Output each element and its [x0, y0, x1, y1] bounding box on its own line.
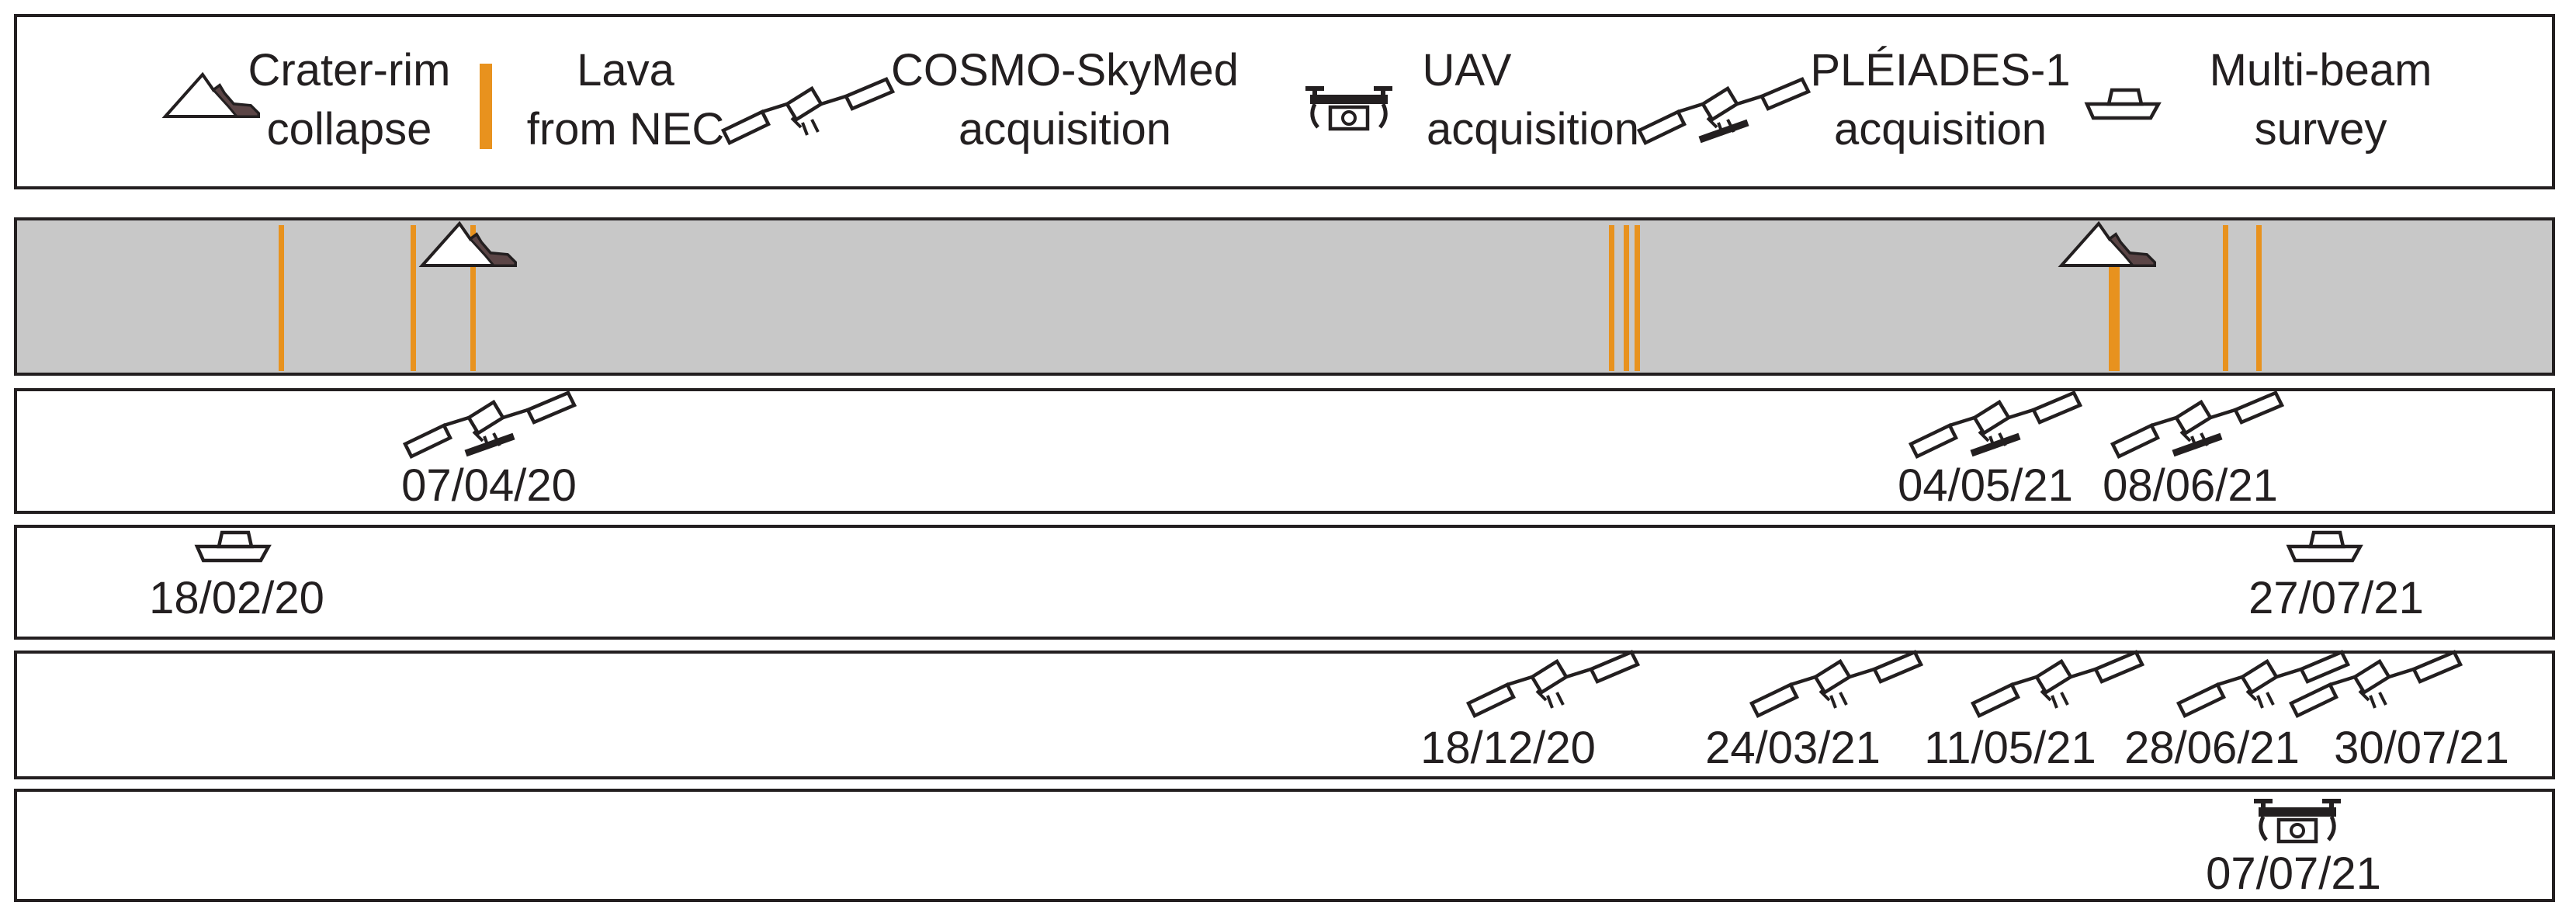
lava-flow-marker	[2256, 225, 2262, 371]
multibeam-row	[14, 525, 2555, 640]
legend-multibeam-line1: Multi-beam	[2210, 45, 2432, 95]
legend-multibeam-line2: survey	[2255, 104, 2387, 154]
legend-pleiades-line2: acquisition	[1834, 104, 2047, 154]
pleiades-date: 04/05/21	[1898, 460, 2073, 511]
cosmo-skymed-date: 30/07/21	[2334, 723, 2509, 773]
cosmo-skymed-date: 28/06/21	[2124, 723, 2300, 773]
uav-row	[14, 789, 2555, 902]
lava-flow-marker	[2223, 225, 2228, 371]
lava-swatch	[480, 64, 492, 149]
cosmo-skymed-row	[14, 651, 2555, 779]
legend-cosmo-line1: COSMO-SkyMed	[891, 45, 1239, 95]
pleiades-row	[14, 388, 2555, 514]
legend-box	[14, 14, 2555, 189]
multibeam-date: 27/07/21	[2248, 573, 2424, 623]
legend-lava-line1: Lava	[577, 45, 675, 95]
pleiades-date: 07/04/20	[401, 460, 577, 511]
legend-uav-line2: acquisition	[1427, 104, 1639, 154]
cosmo-skymed-date: 18/12/20	[1420, 723, 1596, 773]
legend-crater-line1: Crater-rim	[248, 45, 451, 95]
multibeam-date: 18/02/20	[149, 573, 324, 623]
lava-flow-marker	[1635, 225, 1640, 371]
lava-flow-marker	[279, 225, 284, 371]
pleiades-date: 08/06/21	[2103, 460, 2278, 511]
lava-flow-marker	[470, 225, 476, 371]
legend-cosmo-line2: acquisition	[959, 104, 1171, 154]
lava-flow-marker-wide	[2109, 256, 2120, 371]
legend-uav-line1: UAV	[1423, 45, 1512, 95]
lava-flow-marker	[1624, 225, 1629, 371]
cosmo-skymed-date: 24/03/21	[1705, 723, 1881, 773]
cosmo-skymed-date: 11/05/21	[1924, 723, 2096, 773]
legend-lava-line2: from NEC	[527, 104, 725, 154]
uav-date: 07/07/21	[2206, 848, 2381, 899]
event-timeline-bar	[14, 217, 2555, 376]
legend-crater-line2: collapse	[267, 104, 432, 154]
lava-flow-marker	[1609, 225, 1614, 371]
legend-pleiades-line1: PLÉIADES-1	[1810, 45, 2070, 95]
lava-flow-marker	[411, 225, 416, 371]
